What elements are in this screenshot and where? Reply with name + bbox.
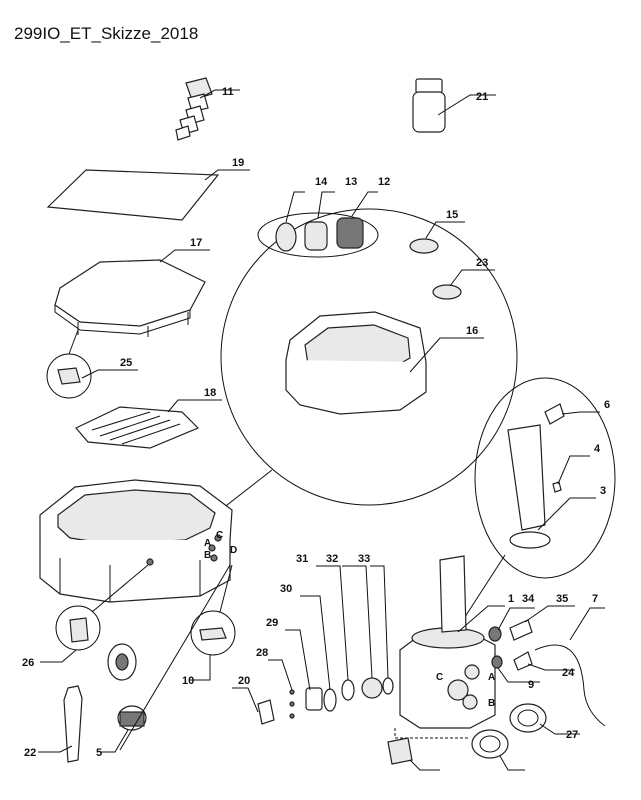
part-16-spa-body — [285, 311, 427, 415]
port-spa-d: D — [230, 545, 237, 556]
port-spa-a: A — [204, 538, 211, 549]
spa-tub — [39, 479, 233, 603]
label-35: 35 — [556, 593, 568, 605]
part-26-valve — [69, 617, 89, 643]
part-7-hose — [534, 644, 606, 727]
label-25: 25 — [120, 357, 132, 369]
port-pump-a: A — [488, 672, 495, 683]
port-spa-b: B — [204, 550, 211, 561]
part-19-floor-mat — [46, 169, 220, 221]
part-3-pump-handle — [507, 424, 551, 549]
label-10: 10 — [182, 675, 194, 687]
label-30: 30 — [280, 583, 292, 595]
port-spa-c: C — [216, 530, 223, 541]
label-5: 5 — [96, 747, 102, 759]
heater-bracket — [394, 728, 470, 739]
part-25-buckle — [57, 367, 81, 385]
part-10-plug — [199, 627, 227, 641]
part-18-tray — [75, 406, 200, 449]
pump-detail-leader — [462, 554, 506, 621]
part-32-ring — [361, 677, 383, 699]
label-19: 19 — [232, 157, 244, 169]
label-13: 13 — [345, 176, 357, 188]
part-29-gasket — [305, 687, 323, 711]
label-33: 33 — [358, 553, 370, 565]
part-4-screw — [552, 481, 562, 493]
label-14: 14 — [315, 176, 328, 188]
label-17: 17 — [190, 237, 202, 249]
label-21: 21 — [476, 91, 488, 103]
label-1: 1 — [508, 593, 514, 605]
label-32: 32 — [326, 553, 338, 565]
part-27b-ring — [471, 729, 509, 759]
label-31: 31 — [296, 553, 308, 565]
part-30-ring — [323, 688, 337, 712]
part-20-valve — [257, 699, 275, 725]
label-15: 15 — [446, 209, 458, 221]
label-11: 11 — [222, 86, 234, 98]
pump-detail-oval — [474, 377, 616, 579]
part-17-spa-cover — [54, 259, 206, 337]
label-29: 29 — [266, 617, 278, 629]
label-12: 12 — [378, 176, 390, 188]
label-9: 9 — [528, 679, 534, 691]
part-5-jet — [107, 643, 147, 731]
part-6-spring — [544, 403, 565, 425]
part-26-detail-circle — [55, 605, 101, 651]
label-3: 3 — [600, 485, 606, 497]
part-23-cap — [432, 284, 462, 300]
label-24: 24 — [562, 667, 575, 679]
filter-group — [257, 212, 379, 258]
leader-lines — [38, 89, 605, 771]
part-35-connector — [509, 619, 533, 641]
part-9-nut — [491, 655, 503, 669]
part-11-hose-adapter — [175, 77, 213, 141]
label-4: 4 — [594, 443, 601, 455]
part-27-ring — [509, 703, 547, 733]
label-20: 20 — [238, 675, 250, 687]
drawing-title: 299IO_ET_Skizze_2018 — [14, 24, 199, 43]
part-28-screws — [289, 689, 295, 719]
label-27: 27 — [566, 729, 578, 741]
label-28: 28 — [256, 647, 268, 659]
label-6: 6 — [604, 399, 610, 411]
part-22-wrench — [63, 685, 83, 763]
label-18: 18 — [204, 387, 216, 399]
port-pump-b: B — [488, 698, 495, 709]
label-16: 16 — [466, 325, 478, 337]
part-21-chemical-bottle — [412, 78, 446, 133]
heater-element — [387, 737, 413, 765]
part-33-ring — [382, 677, 394, 695]
label-7: 7 — [592, 593, 598, 605]
port-pump-c: C — [436, 672, 443, 683]
label-23: 23 — [476, 257, 488, 269]
part-31-ring — [341, 679, 355, 701]
part-10-detail-circle — [190, 610, 236, 656]
part-34-cap — [488, 626, 502, 642]
label-26: 26 — [22, 657, 34, 669]
part-15-cap — [409, 238, 439, 254]
label-34: 34 — [522, 593, 535, 605]
detail-circle — [220, 208, 518, 506]
part-1-pump-unit — [399, 555, 496, 729]
part-24-connector — [513, 651, 533, 671]
label-22: 22 — [24, 747, 36, 759]
